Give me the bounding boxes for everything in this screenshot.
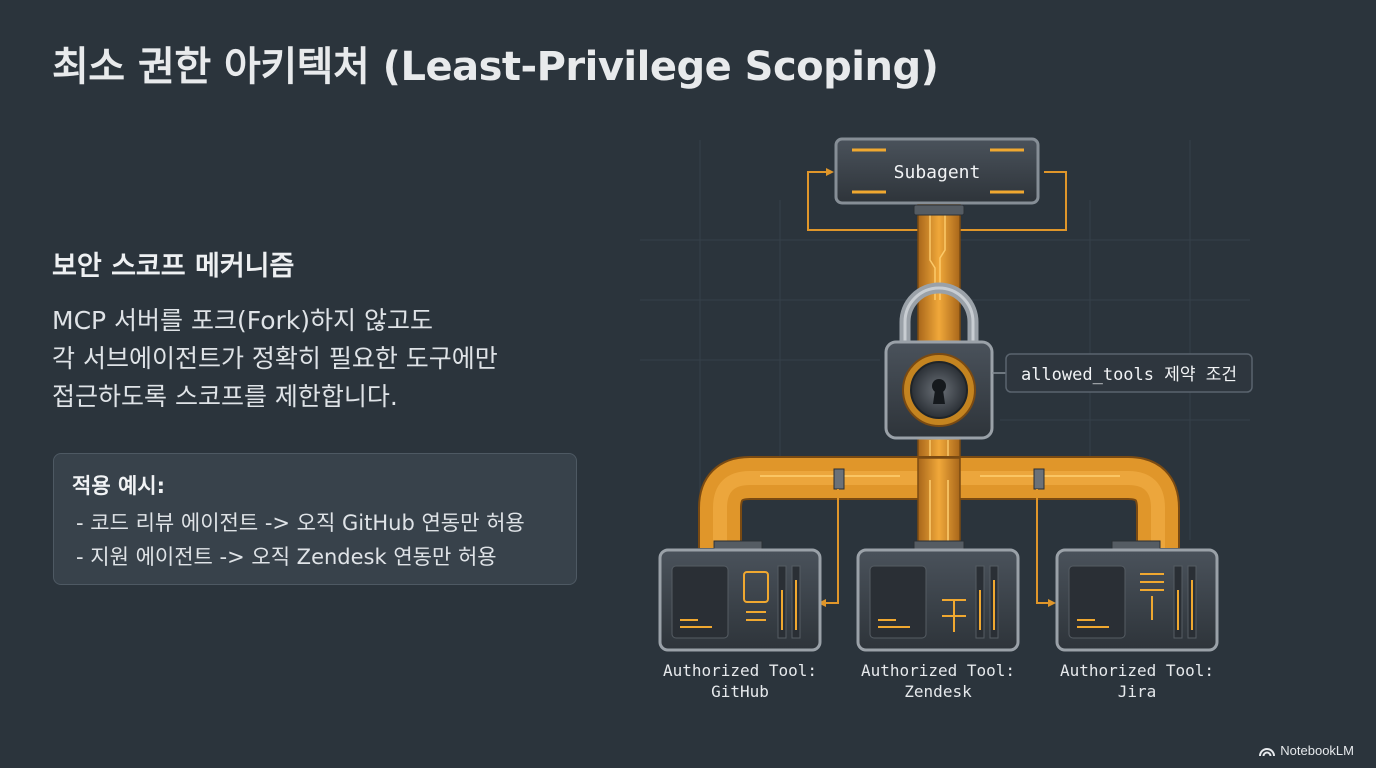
architecture-diagram: Subagent allowed_tools 제약 조건 bbox=[640, 137, 1253, 701]
notebooklm-brand: NotebookLM bbox=[1259, 743, 1354, 758]
page-title: 최소 권한 아키텍처 (Least-Privilege Scoping) bbox=[52, 44, 939, 90]
tool-server-github bbox=[658, 548, 822, 652]
brand-label: NotebookLM bbox=[1280, 743, 1354, 758]
tool-label-line2: Zendesk bbox=[904, 682, 972, 701]
notebooklm-logo-icon bbox=[1259, 747, 1276, 756]
tool-server-zendesk bbox=[856, 548, 1020, 652]
example-item: - 지원 에이전트 -> 오직 Zendesk 연동만 허용 bbox=[76, 545, 497, 569]
lock-constraint-label: allowed_tools 제약 조건 bbox=[992, 353, 1253, 393]
tool-label-line2: Jira bbox=[1118, 682, 1157, 701]
section-description: MCP 서버를 포크(Fork)하지 않고도 각 서브에이전트가 정확히 필요한… bbox=[52, 302, 498, 416]
description-line: 각 서브에이전트가 정확히 필요한 도구에만 bbox=[52, 344, 498, 373]
tool-label-line2: GitHub bbox=[711, 682, 769, 701]
example-title: 적용 예시: bbox=[72, 474, 165, 498]
description-line: 접근하도록 스코프를 제한합니다. bbox=[52, 382, 398, 411]
background-grid bbox=[640, 140, 1250, 540]
example-box: 적용 예시: - 코드 리뷰 에이전트 -> 오직 GitHub 연동만 허용 … bbox=[53, 453, 577, 585]
svg-text:allowed_tools 제약 조건: allowed_tools 제약 조건 bbox=[1021, 365, 1237, 385]
example-item: - 코드 리뷰 에이전트 -> 오직 GitHub 연동만 허용 bbox=[76, 511, 525, 535]
tool-label-line1: Authorized Tool: bbox=[1060, 661, 1214, 680]
section-heading: 보안 스코프 메커니즘 bbox=[52, 251, 295, 282]
subagent-node: Subagent bbox=[834, 137, 1040, 205]
subagent-label: Subagent bbox=[894, 162, 981, 183]
loop-arrow-right bbox=[960, 171, 1067, 231]
tool-label-line1: Authorized Tool: bbox=[861, 661, 1015, 680]
description-line: MCP 서버를 포크(Fork)하지 않고도 bbox=[52, 306, 433, 335]
loop-arrow-left bbox=[807, 171, 918, 231]
tool-label-line1: Authorized Tool: bbox=[663, 661, 817, 680]
tool-server-jira bbox=[1055, 548, 1219, 652]
lock-body bbox=[884, 340, 994, 440]
